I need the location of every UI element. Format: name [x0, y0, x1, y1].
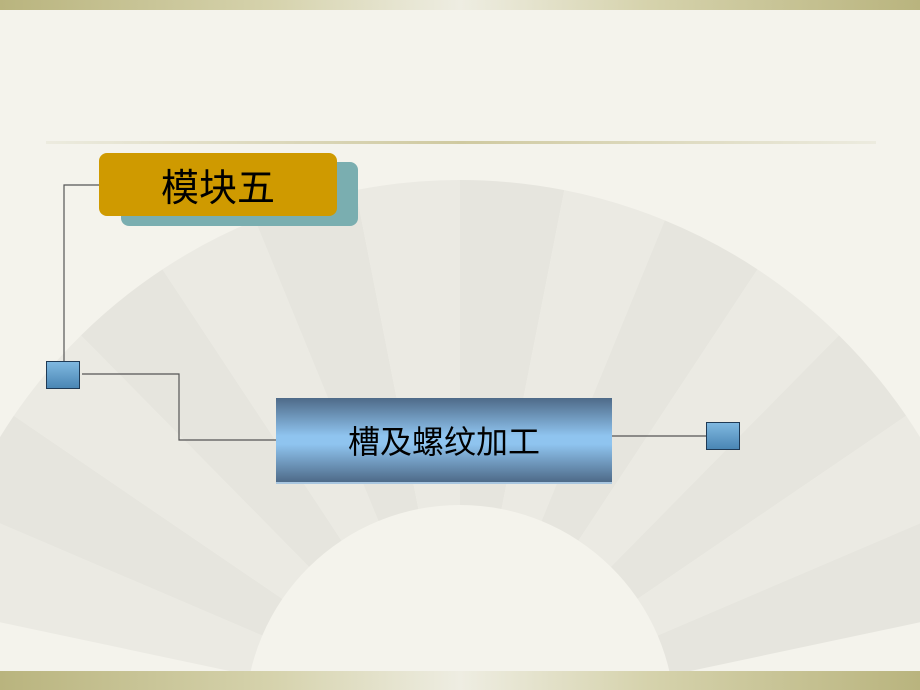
- fan-panel: [657, 523, 920, 676]
- title-divider: [46, 141, 876, 144]
- fan-panel: [81, 269, 342, 567]
- connector-node-to-topic: [82, 373, 276, 441]
- fan-panel: [637, 415, 920, 636]
- fan-panel: [0, 415, 283, 636]
- bottom-band: [0, 671, 920, 690]
- module-title-box: 模块五: [99, 153, 337, 216]
- node-right: [706, 422, 740, 450]
- fan-panel: [578, 269, 839, 567]
- fan-panel: [610, 335, 907, 599]
- top-band: [0, 0, 920, 10]
- node-left: [46, 361, 80, 389]
- connector-title-to-node: [63, 184, 99, 362]
- fan-panel: [0, 523, 263, 676]
- topic-label: 槽及螺纹加工: [347, 423, 540, 461]
- fan-panel: [13, 335, 310, 599]
- module-title: 模块五: [160, 166, 275, 210]
- topic-box: 槽及螺纹加工: [276, 398, 612, 484]
